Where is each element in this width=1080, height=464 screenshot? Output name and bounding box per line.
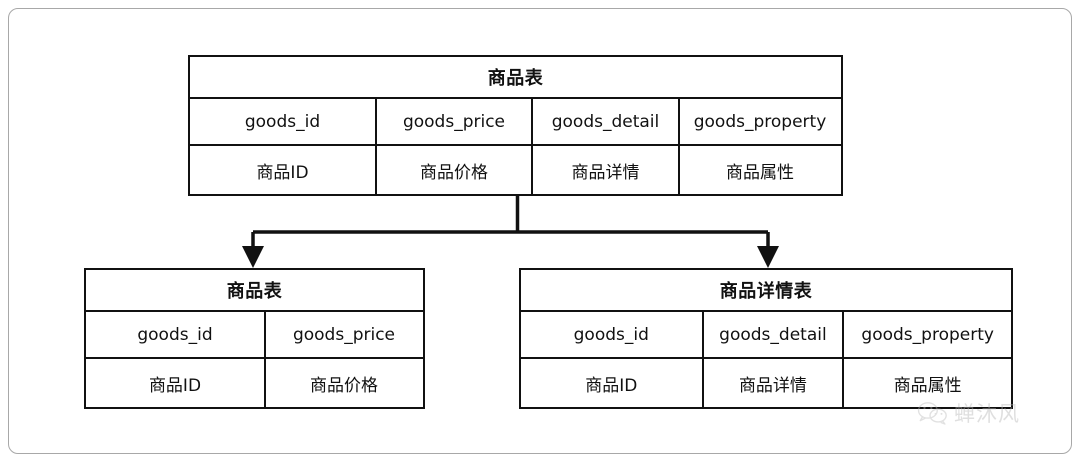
- entity-table-goods-split: 商品表 goods_id goods_price 商品ID 商品价格: [84, 268, 425, 409]
- entity-table-goods-master: 商品表 goods_id goods_price goods_detail go…: [188, 55, 843, 196]
- comment-cell: 商品ID: [86, 359, 266, 407]
- comment-cell: 商品ID: [190, 146, 377, 194]
- field-cell: goods_id: [86, 311, 266, 358]
- field-cell: goods_detail: [533, 98, 680, 145]
- field-cell: goods_price: [292, 324, 396, 345]
- comment-cell: 商品属性: [893, 375, 962, 396]
- table-field-row: goods_id goods_detail goods_property: [521, 311, 1011, 360]
- comment-cell: 商品价格: [310, 375, 378, 396]
- table-title-goods-split: 商品表: [86, 270, 423, 312]
- comment-cell: 商品属性: [726, 162, 794, 183]
- arrowhead-right: [757, 246, 779, 268]
- field-cell: goods_detail: [704, 311, 845, 358]
- comment-cell: 商品价格: [377, 146, 533, 194]
- field-cell: goods_id: [521, 311, 704, 358]
- comment-cell: 商品详情: [533, 146, 680, 194]
- table-comment-row: 商品ID 商品价格: [86, 359, 423, 407]
- comment-cell: 商品ID: [521, 359, 704, 407]
- table-comment-row: 商品ID 商品价格 商品详情 商品属性: [190, 146, 841, 194]
- field-cell: goods_property: [861, 324, 994, 345]
- field-cell: goods_property: [693, 111, 827, 132]
- arrowhead-left: [242, 246, 264, 268]
- entity-table-goods-detail: 商品详情表 goods_id goods_detail goods_proper…: [519, 268, 1013, 409]
- table-comment-row: 商品ID 商品详情 商品属性: [521, 359, 1011, 407]
- table-field-row: goods_id goods_price: [86, 311, 423, 360]
- field-cell: goods_id: [190, 98, 377, 145]
- table-title-goods-master: 商品表: [190, 57, 841, 99]
- comment-cell: 商品详情: [704, 359, 845, 407]
- field-cell: goods_price: [377, 98, 533, 145]
- table-title-goods-detail: 商品详情表: [521, 270, 1011, 312]
- table-field-row: goods_id goods_price goods_detail goods_…: [190, 98, 841, 147]
